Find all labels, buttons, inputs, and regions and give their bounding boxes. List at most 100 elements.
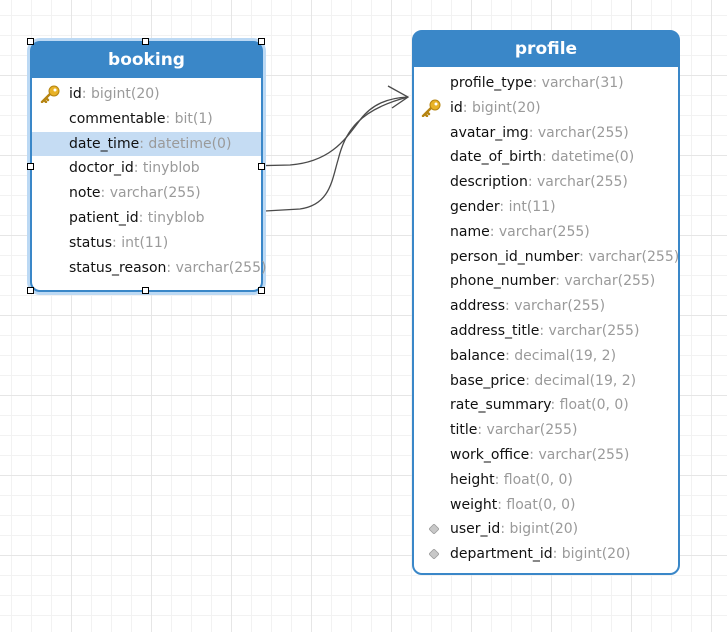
table-booking-fields: id: bigint(20)commentable: bit(1)date_ti…: [32, 78, 266, 281]
booking-field-status-reason[interactable]: status_reason: varchar(255): [32, 256, 266, 281]
field-type: int(11): [508, 198, 556, 215]
field-type: tinyblob: [147, 209, 205, 226]
field-name: department_id: [450, 546, 553, 563]
field-type: varchar(255): [537, 124, 629, 141]
field-type: float(0, 0): [559, 397, 629, 414]
field-separator: :: [133, 160, 143, 177]
field-separator: :: [499, 198, 509, 215]
profile-field-title[interactable]: title: varchar(255): [414, 418, 678, 443]
field-type: float(0, 0): [506, 496, 576, 513]
field-separator: :: [552, 546, 562, 563]
field-separator: :: [528, 124, 538, 141]
field-separator: :: [539, 322, 549, 339]
field-type: tinyblob: [142, 160, 200, 177]
primary-key-icon: [40, 85, 60, 103]
field-name: balance: [450, 347, 506, 364]
table-booking-title[interactable]: booking: [31, 42, 262, 78]
profile-field-address-title[interactable]: address_title: varchar(255): [414, 319, 678, 344]
profile-field-weight[interactable]: weight: float(0, 0): [414, 493, 678, 518]
profile-field-balance[interactable]: balance: decimal(19, 2): [414, 344, 678, 369]
primary-key-icon: [421, 99, 441, 117]
field-type: decimal(19, 2): [514, 347, 617, 364]
field-separator: :: [100, 185, 110, 202]
profile-field-phone-number[interactable]: phone_number: varchar(255): [414, 269, 678, 294]
field-name: description: [450, 174, 528, 191]
foreign-key-diamond-icon: [429, 549, 439, 560]
profile-field-name[interactable]: name: varchar(255): [414, 220, 678, 245]
profile-field-rate-summary[interactable]: rate_summary: float(0, 0): [414, 393, 678, 418]
field-type: datetime(0): [148, 135, 232, 152]
field-separator: :: [505, 347, 515, 364]
field-separator: :: [165, 110, 175, 127]
field-separator: :: [529, 446, 539, 463]
profile-field-person-id-number[interactable]: person_id_number: varchar(255): [414, 245, 680, 270]
foreign-key-diamond-icon: [429, 524, 439, 535]
profile-field-avatar-img[interactable]: avatar_img: varchar(255): [414, 121, 678, 146]
field-separator: :: [532, 75, 542, 91]
resize-handle-bottom-right[interactable]: [258, 287, 265, 294]
profile-field-description[interactable]: description: varchar(255): [414, 170, 678, 195]
table-profile-title[interactable]: profile: [413, 31, 679, 67]
field-separator: :: [494, 471, 504, 488]
relation-doctor-profile[interactable]: [246, 96, 409, 167]
booking-field-date-time[interactable]: date_time: datetime(0): [32, 131, 261, 157]
field-type: datetime(0): [551, 149, 635, 166]
field-separator: :: [555, 273, 565, 290]
booking-field-patient-id[interactable]: patient_id: tinyblob: [32, 206, 261, 231]
resize-handle-bottom-left[interactable]: [27, 287, 34, 294]
table-booking[interactable]: booking id: bigint(20)commentable: bit(1…: [30, 41, 266, 292]
table-profile-fields: profile_type: varchar(31)id: bigint(20)a…: [414, 67, 680, 567]
profile-field-user-id[interactable]: user_id: bigint(20): [414, 517, 678, 542]
field-name: base_price: [450, 372, 526, 389]
booking-field-id[interactable]: id: bigint(20): [32, 82, 261, 107]
profile-field-work-office[interactable]: work_office: varchar(255): [414, 443, 678, 468]
field-type: varchar(255): [537, 174, 628, 191]
field-type: varchar(255): [548, 322, 640, 339]
field-separator: :: [112, 234, 122, 251]
field-type: varchar(255): [564, 273, 656, 290]
field-separator: :: [81, 86, 91, 102]
profile-field-department-id[interactable]: department_id: bigint(20): [414, 542, 678, 567]
field-name: height: [450, 471, 495, 488]
profile-field-address[interactable]: address: varchar(255): [414, 294, 678, 319]
field-type: bigint(20): [90, 86, 160, 102]
field-separator: :: [477, 422, 487, 439]
field-type: bigint(20): [561, 546, 631, 563]
booking-field-doctor-id[interactable]: doctor_id: tinyblob: [32, 156, 261, 181]
booking-field-note[interactable]: note: varchar(255): [32, 181, 261, 206]
resize-handle-middle-left[interactable]: [27, 163, 34, 170]
field-separator: :: [527, 174, 538, 191]
resize-handle-bottom-middle[interactable]: [142, 287, 149, 294]
field-type: bigint(20): [471, 99, 541, 116]
profile-field-date-of-birth[interactable]: date_of_birth: datetime(0): [414, 145, 678, 170]
field-separator: :: [579, 248, 589, 265]
field-type: varchar(255): [498, 223, 590, 240]
field-name: person_id_number: [450, 248, 580, 265]
resize-handle-middle-right[interactable]: [258, 163, 265, 170]
profile-field-id[interactable]: id: bigint(20): [414, 96, 678, 121]
profile-field-profile-type[interactable]: profile_type: varchar(31): [414, 71, 678, 96]
booking-field-commentable[interactable]: commentable: bit(1): [32, 107, 261, 132]
resize-handle-top-left[interactable]: [27, 38, 34, 45]
field-name: patient_id: [69, 209, 139, 226]
field-type: varchar(255): [109, 185, 201, 202]
resize-handle-top-right[interactable]: [258, 38, 265, 45]
field-separator: :: [505, 298, 515, 315]
field-name: commentable: [69, 110, 166, 127]
field-name: gender: [450, 198, 500, 215]
field-separator: :: [166, 259, 176, 276]
resize-handle-top-middle[interactable]: [142, 38, 149, 45]
relation-arrowhead: [387, 85, 410, 109]
booking-field-status[interactable]: status: int(11): [32, 231, 261, 256]
field-type: varchar(255): [588, 248, 680, 265]
relation-patient-profile[interactable]: [246, 96, 409, 213]
field-name: user_id: [450, 521, 501, 538]
table-profile[interactable]: profile profile_type: varchar(31)id: big…: [412, 30, 680, 575]
profile-field-gender[interactable]: gender: int(11): [414, 195, 678, 220]
profile-field-base-price[interactable]: base_price: decimal(19, 2): [414, 369, 678, 394]
field-name: avatar_img: [450, 124, 529, 141]
field-separator: :: [497, 496, 507, 513]
field-name: date_of_birth: [450, 149, 542, 166]
field-name: note: [69, 185, 101, 202]
profile-field-height[interactable]: height: float(0, 0): [414, 468, 678, 493]
